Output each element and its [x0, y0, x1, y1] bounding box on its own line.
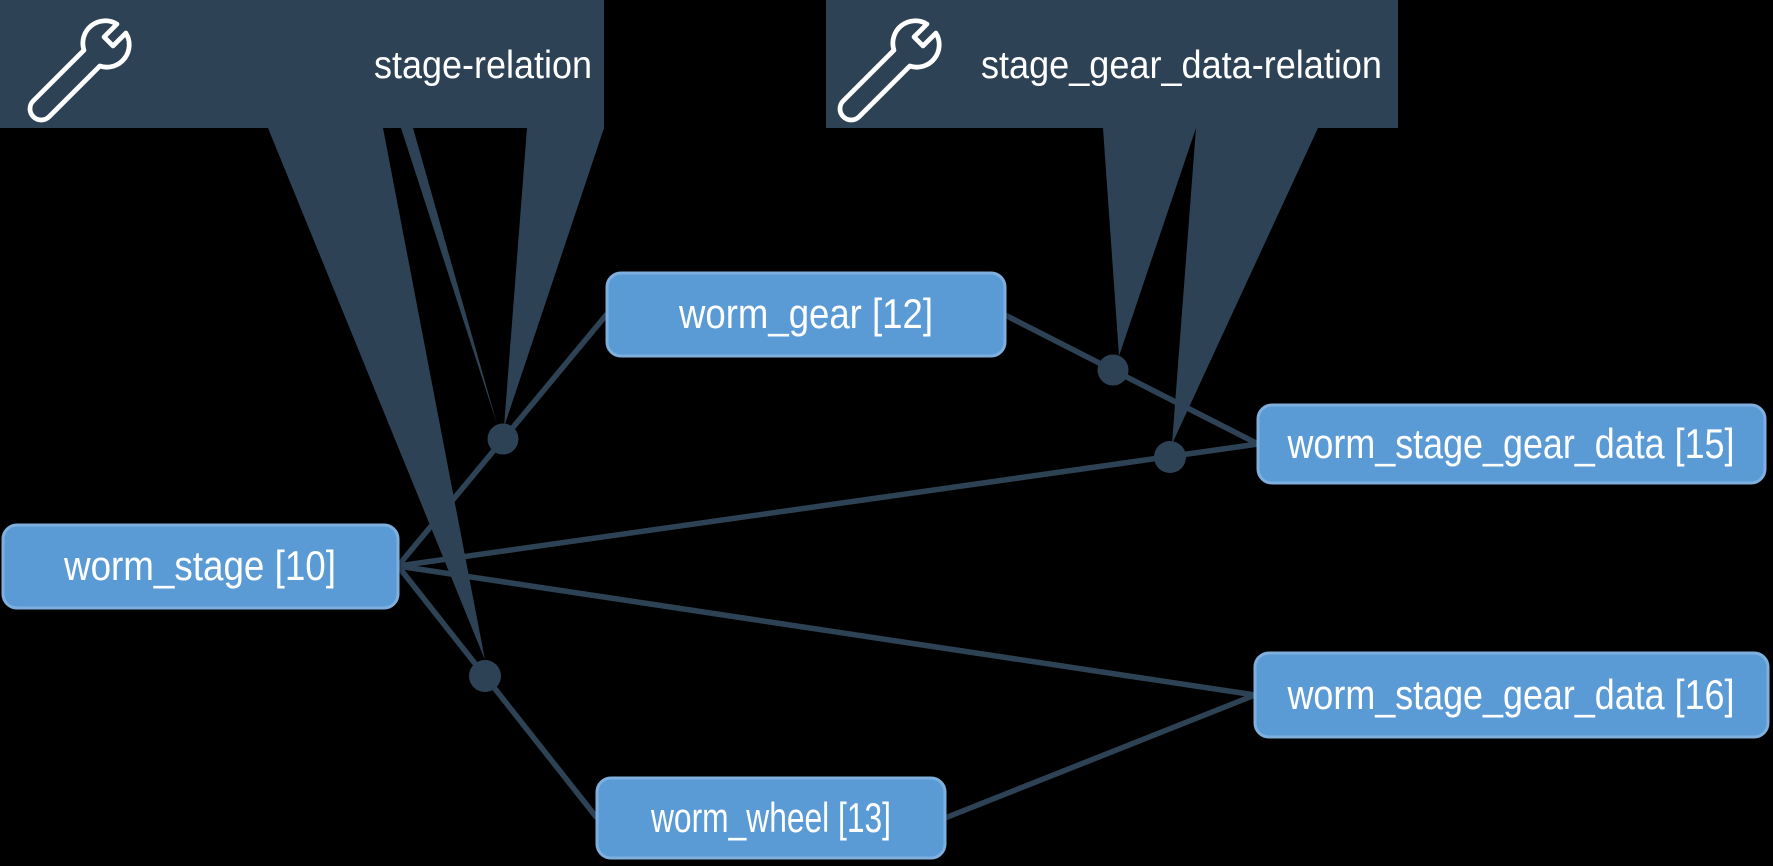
node-label: worm_wheel [13]	[650, 794, 891, 841]
callout-stage-relation: stage-relation	[0, 0, 604, 128]
node-worm-stage-10[interactable]: worm_stage [10]	[1, 523, 400, 610]
node-box[interactable]	[1, 523, 400, 610]
relation-dot-gear-data-relation-a[interactable]	[1097, 354, 1129, 386]
node-label: worm_gear [12]	[678, 290, 933, 337]
node-label: worm_stage [10]	[63, 542, 336, 589]
relation-dot-gear-data-relation-b[interactable]	[1154, 441, 1186, 473]
edge-worm-gear-to-worm-stage-gear-data-15	[1003, 312, 1260, 447]
callout-tail-stage-relation-to-gear-dot-a	[401, 128, 497, 424]
node-box[interactable]	[605, 271, 1007, 358]
node-label: worm_stage_gear_data [16]	[1287, 671, 1735, 718]
callout-tail-gear-data-relation-to-dot-b	[1172, 128, 1318, 444]
relation-dot-layer	[469, 354, 1186, 692]
node-worm-stage-gear-data-15[interactable]: worm_stage_gear_data [15]	[1256, 403, 1767, 485]
node-box[interactable]	[1253, 651, 1770, 739]
callout-tail-stage-relation-to-gear-dot-b	[504, 128, 604, 427]
node-label: worm_stage_gear_data [15]	[1287, 420, 1735, 467]
node-worm-stage-gear-data-16[interactable]: worm_stage_gear_data [16]	[1253, 651, 1770, 739]
callout-tail-gear-data-relation-to-dot-a	[1103, 128, 1196, 356]
callout-tail-stage-relation-to-wheel-dot	[268, 128, 485, 660]
relation-dot-stage-relation-gear[interactable]	[487, 423, 519, 455]
callout-label-stage-gear-data-relation: stage_gear_data-relation	[981, 44, 1382, 87]
edge-worm-stage-to-worm-wheel	[395, 564, 600, 820]
node-box[interactable]	[1256, 403, 1767, 485]
edge-worm-wheel-to-worm-stage-gear-data-16	[943, 692, 1257, 821]
callout-label-stage-relation: stage-relation	[374, 44, 592, 87]
relation-dot-stage-relation-wheel[interactable]	[469, 660, 501, 692]
node-worm-wheel-13[interactable]: worm_wheel [13]	[595, 776, 947, 860]
edge-layer	[395, 312, 1260, 821]
edge-worm-stage-to-worm-stage-gear-data-16	[397, 563, 1256, 698]
node-worm-gear-12[interactable]: worm_gear [12]	[605, 271, 1007, 358]
callout-tail-layer	[268, 128, 1318, 660]
edge-worm-stage-to-worm-stage-gear-data-15	[397, 441, 1259, 569]
callout-stage-gear-data-relation: stage_gear_data-relation	[826, 0, 1398, 128]
node-box[interactable]	[595, 776, 947, 860]
